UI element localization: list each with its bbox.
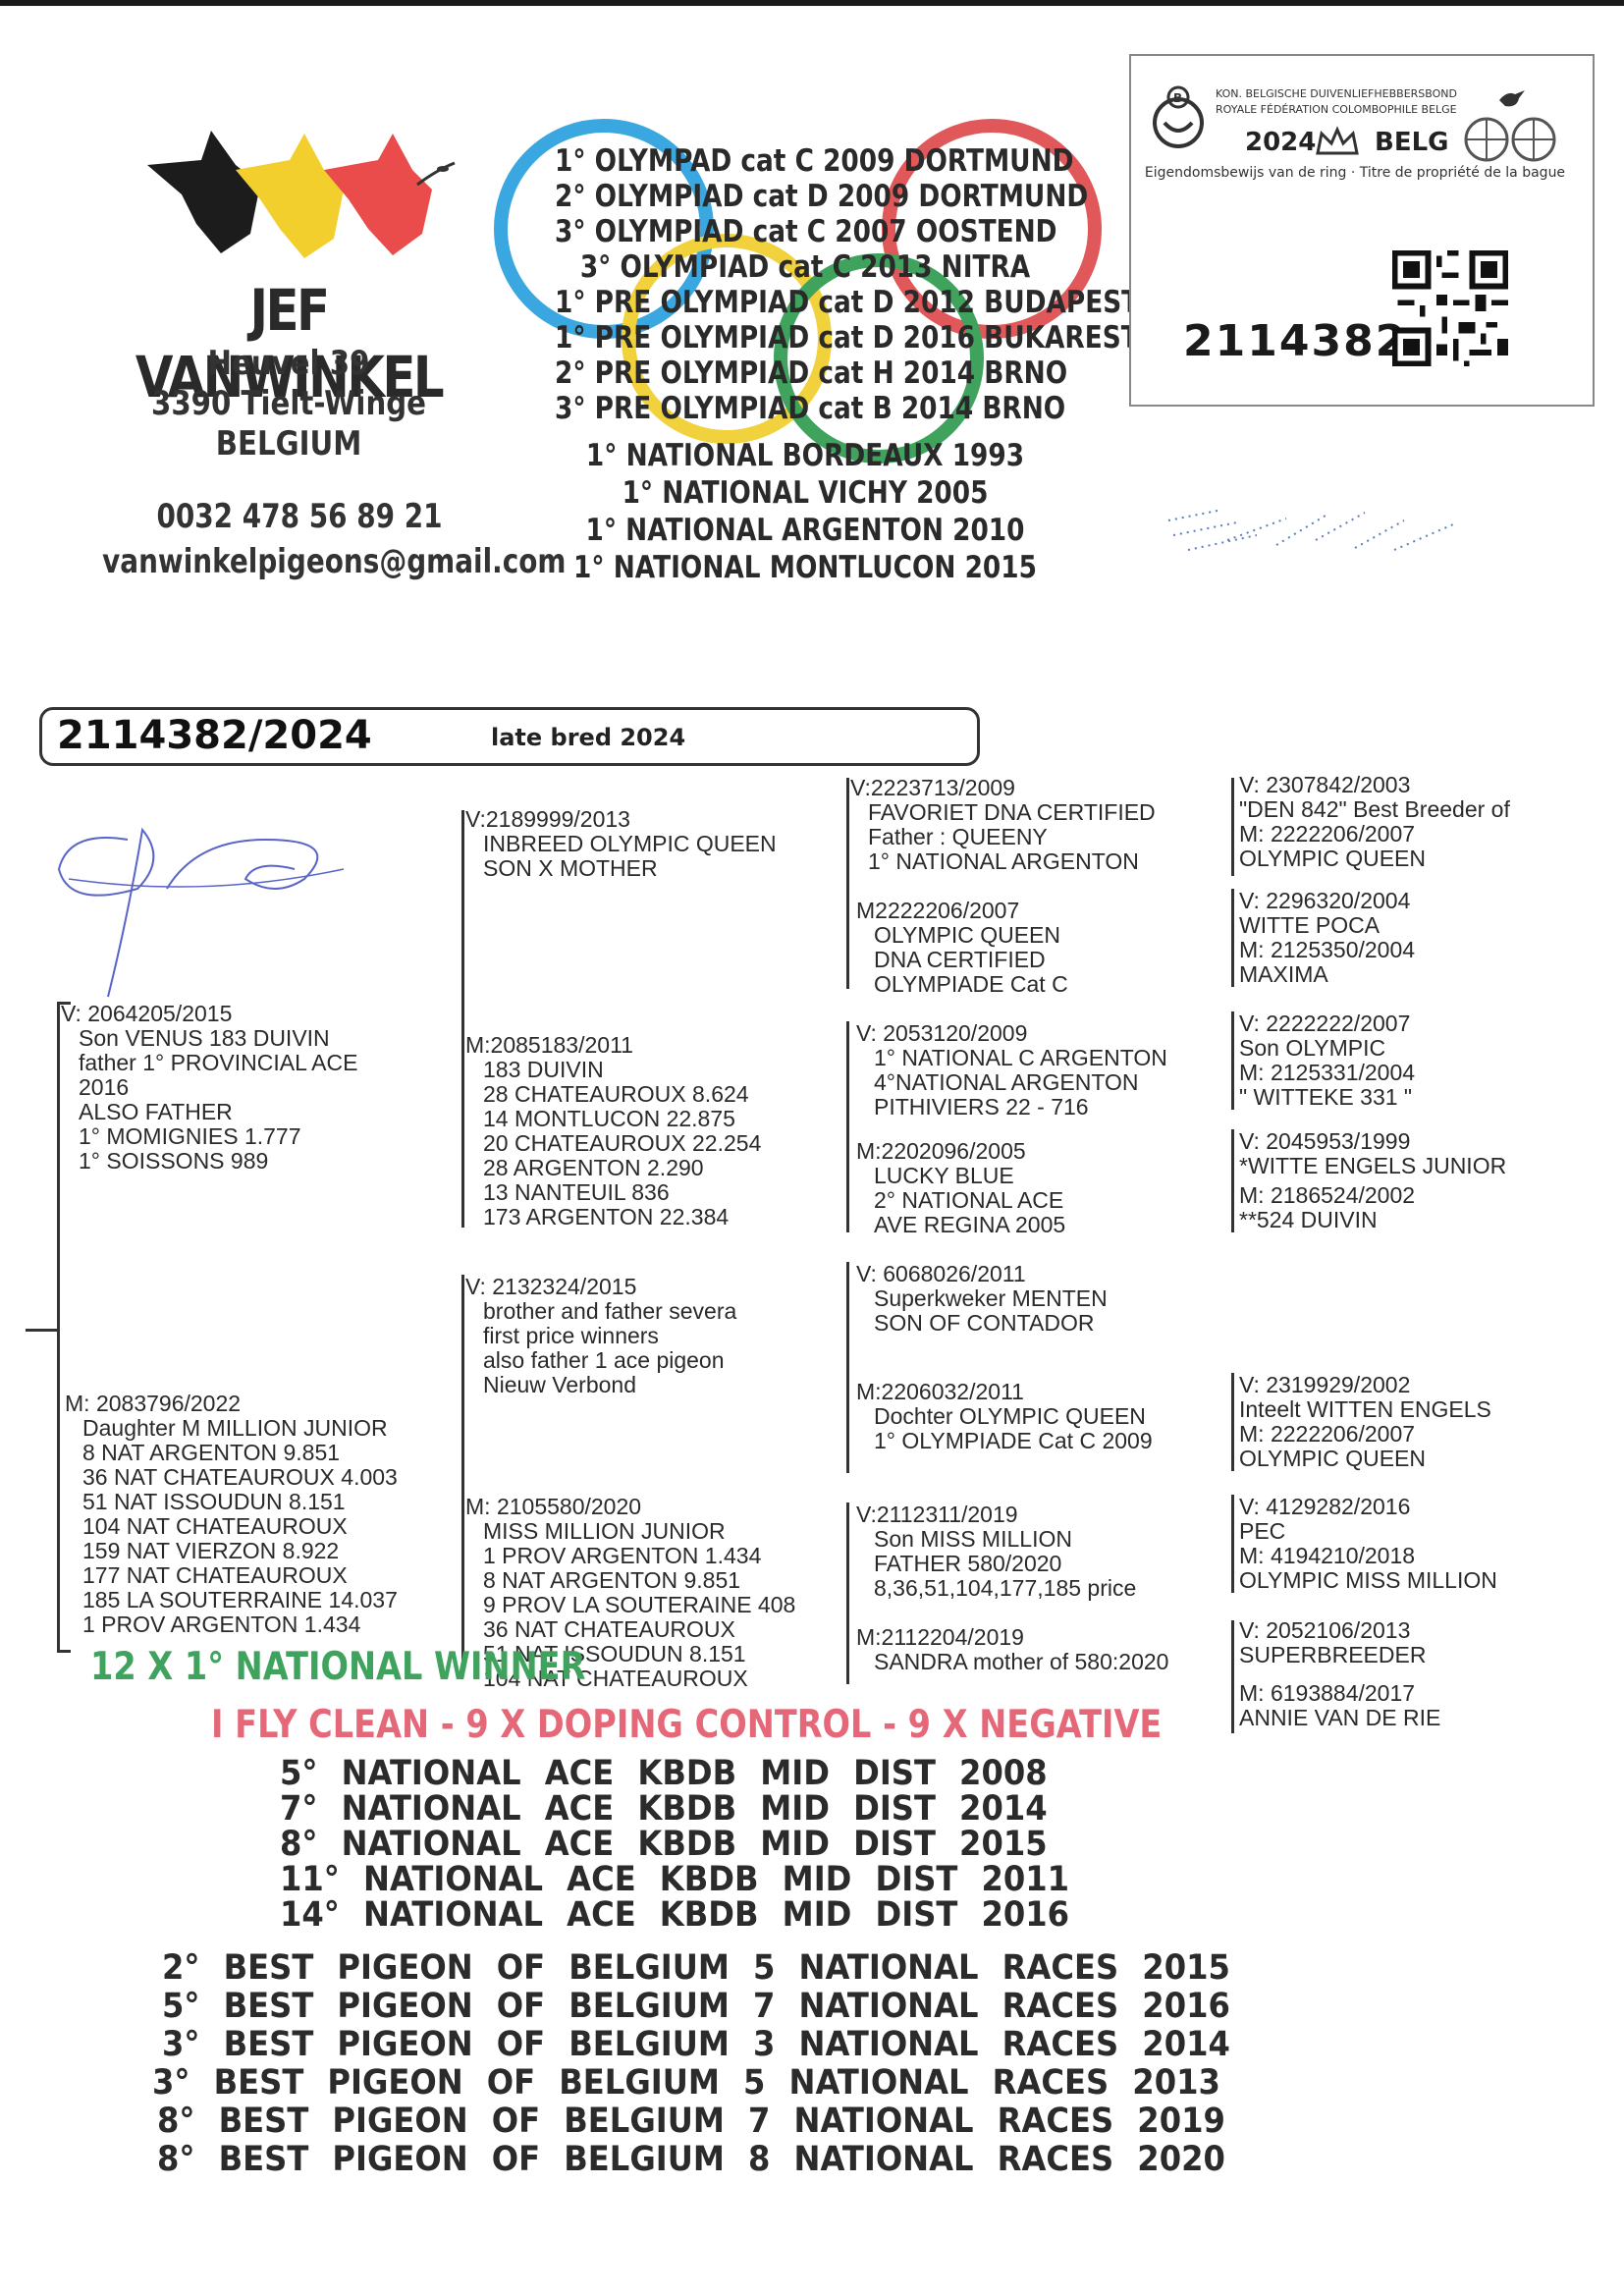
federation-emblem-icon: B [1153, 85, 1204, 148]
national-line-4: 1° NATIONAL MONTLUCON 2015 [573, 550, 1037, 585]
olympiad-line-8: 3° PRE OLYMPIAD cat B 2014 BRNO [555, 391, 1066, 426]
top-scan-edge [0, 0, 1624, 6]
olympiad-line-6: 1° PRE OLYMPIAD cat D 2016 BUKAREST [555, 320, 1139, 355]
card-ring-number: 2114382 [1183, 316, 1408, 366]
address-city: 3390 Tielt-Winge [150, 384, 427, 423]
national-line-1: 1° NATIONAL BORDEAUX 1993 [585, 438, 1025, 473]
pedigree-gggp-11: V: 4129282/2016 PEC [1239, 1494, 1411, 1544]
card-org-line2: ROYALE FÉDÉRATION COLOMBOPHILE BELGE [1216, 103, 1457, 116]
olympiad-line-2: 2° OLYMPIAD cat D 2009 DORTMUND [555, 179, 1089, 214]
bracket-ggp-1 [846, 778, 849, 989]
pedigree-mother: M: 2083796/2022 Daughter M MILLION JUNIO… [65, 1391, 398, 1637]
bracket-father-side [461, 810, 464, 1228]
ace-line-4: 11° NATIONAL ACE KBDB MID DIST 2011 [280, 1860, 1070, 1899]
ace-line-1: 5° NATIONAL ACE KBDB MID DIST 2008 [280, 1754, 1048, 1793]
best-pigeon-line-3: 3° BEST PIGEON OF BELGIUM 3 NATIONAL RAC… [162, 2025, 1230, 2064]
olympiad-line-4: 3° OLYMPIAD cat C 2013 NITRA [579, 249, 1031, 285]
olympiad-line-7: 2° PRE OLYMPIAD cat H 2014 BRNO [555, 355, 1068, 391]
ace-line-3: 8° NATIONAL ACE KBDB MID DIST 2015 [280, 1825, 1048, 1864]
pedigree-gggp-7: V: 2045953/1999 *WITTE ENGELS JUNIOR [1239, 1128, 1507, 1178]
bracket-mother-side [461, 1275, 464, 1667]
pedigree-ring-number: 2114382/2024 [57, 713, 372, 758]
card-country: BELG [1375, 128, 1449, 157]
ace-line-5: 14° NATIONAL ACE KBDB MID DIST 2016 [280, 1895, 1070, 1935]
best-pigeon-line-6: 8° BEST PIGEON OF BELGIUM 8 NATIONAL RAC… [157, 2140, 1225, 2179]
pedigree-gggp-10: M: 2222206/2007 OLYMPIC QUEEN [1239, 1421, 1426, 1471]
pedigree-granddam-paternal: M:2085183/2011 183 DUIVIN 28 CHATEAUROUX… [465, 1032, 762, 1229]
bracket-gggp-1 [1231, 778, 1234, 876]
best-pigeon-line-5: 8° BEST PIGEON OF BELGIUM 7 NATIONAL RAC… [157, 2102, 1225, 2141]
bracket-tick [57, 1650, 71, 1653]
ace-line-2: 7° NATIONAL ACE KBDB MID DIST 2014 [280, 1789, 1048, 1829]
best-pigeon-line-1: 2° BEST PIGEON OF BELGIUM 5 NATIONAL RAC… [162, 1948, 1230, 1988]
svg-text:B: B [1173, 91, 1182, 105]
card-subtitle: Eigendomsbewijs van de ring · Titre de p… [1144, 165, 1566, 181]
crown-icon [1316, 126, 1359, 155]
address-street: Heuvel 39 [207, 344, 370, 383]
doves-logo [147, 131, 456, 258]
bracket-ggp-2 [846, 1021, 849, 1232]
olympiad-line-5: 1° PRE OLYMPIAD cat D 2012 BUDAPEST [555, 285, 1140, 320]
pedigree-ggp-3: V: 2053120/2009 1° NATIONAL C ARGENTON 4… [856, 1020, 1167, 1120]
pedigree-gggp-8: M: 2186524/2002 **524 DUIVIN [1239, 1182, 1416, 1232]
globe-logo-icon [1464, 117, 1556, 162]
pedigree-grandsire-maternal: V: 2132324/2015 brother and father sever… [465, 1274, 737, 1397]
pedigree-grandsire-paternal: V:2189999/2013 INBREED OLYMPIC QUEEN SON… [465, 806, 777, 881]
bracket-parents [57, 1002, 60, 1650]
pedigree-gggp-4: M: 2125350/2004 MAXIMA [1239, 937, 1416, 987]
bracket-ggp-4 [846, 1503, 849, 1684]
bracket-root-tick [26, 1329, 57, 1332]
bracket-gggp-5 [1231, 1373, 1234, 1471]
bracket-gggp-2 [1231, 889, 1234, 987]
pedigree-gggp-9: V: 2319929/2002 Inteelt WITTEN ENGELS [1239, 1372, 1491, 1422]
olympiad-line-1: 1° OLYMPAD cat C 2009 DORTMUND [555, 143, 1074, 179]
pedigree-granddam-maternal: M: 2105580/2020 MISS MILLION JUNIOR 1 PR… [465, 1494, 796, 1691]
card-org-line1: KON. BELGISCHE DUIVENLIEFHEBBERSBOND [1216, 87, 1457, 100]
bracket-gggp-7 [1231, 1620, 1234, 1733]
pedigree-gggp-6: M: 2125331/2004 " WITTEKE 331 " [1239, 1060, 1416, 1110]
olympic-rings-graphic [494, 119, 1102, 464]
stamp-marks [1167, 510, 1454, 551]
pedigree-gggp-3: V: 2296320/2004 WITTE POCA [1239, 888, 1411, 938]
best-pigeon-line-4: 3° BEST PIGEON OF BELGIUM 5 NATIONAL RAC… [152, 2063, 1220, 2103]
signature [57, 827, 345, 998]
bracket-gggp-3 [1231, 1011, 1234, 1110]
olympiad-line-3: 3° OLYMPIAD cat C 2007 OOSTEND [555, 214, 1057, 249]
national-line-2: 1° NATIONAL VICHY 2005 [622, 475, 989, 511]
pedigree-gggp-13: V: 2052106/2013 SUPERBREEDER [1239, 1617, 1427, 1667]
pedigree-gggp-5: V: 2222222/2007 Son OLYMPIC [1239, 1011, 1411, 1061]
bracket-gggp-6 [1231, 1495, 1234, 1593]
bracket-ggp-3 [846, 1262, 849, 1473]
breeder-name: JEF VANWINKEL [135, 277, 445, 410]
address-country: BELGIUM [215, 424, 362, 464]
qr-code-icon [1392, 250, 1508, 366]
bracket-tick [57, 1002, 71, 1005]
pedigree-father: V: 2064205/2015 Son VENUS 183 DUIVIN fat… [61, 1001, 358, 1174]
ring-ownership-card [1129, 54, 1595, 407]
card-year: 2024 [1245, 128, 1317, 157]
phone-number: 0032 478 56 89 21 [156, 497, 443, 536]
best-pigeon-line-2: 5° BEST PIGEON OF BELGIUM 7 NATIONAL RAC… [162, 1987, 1230, 2026]
email-address: vanwinkelpigeons@gmail.com [102, 542, 567, 581]
national-line-3: 1° NATIONAL ARGENTON 2010 [585, 513, 1025, 548]
clean-banner: I FLY CLEAN - 9 X DOPING CONTROL - 9 X N… [211, 1703, 1163, 1747]
pedigree-gggp-14: M: 6193884/2017 ANNIE VAN DE RIE [1239, 1680, 1441, 1730]
pedigree-gggp-12: M: 4194210/2018 OLYMPIC MISS MILLION [1239, 1543, 1497, 1593]
pigeon-icon [1499, 90, 1525, 107]
pedigree-note: late bred 2024 [491, 724, 686, 751]
winner-banner: 12 X 1° NATIONAL WINNER [90, 1645, 586, 1689]
pedigree-header-box [39, 707, 980, 766]
pedigree-gggp-2: M: 2222206/2007 OLYMPIC QUEEN [1239, 821, 1426, 871]
bracket-gggp-4 [1231, 1129, 1234, 1232]
pedigree-gggp-1: V: 2307842/2003 "DEN 842" Best Breeder o… [1239, 772, 1510, 822]
